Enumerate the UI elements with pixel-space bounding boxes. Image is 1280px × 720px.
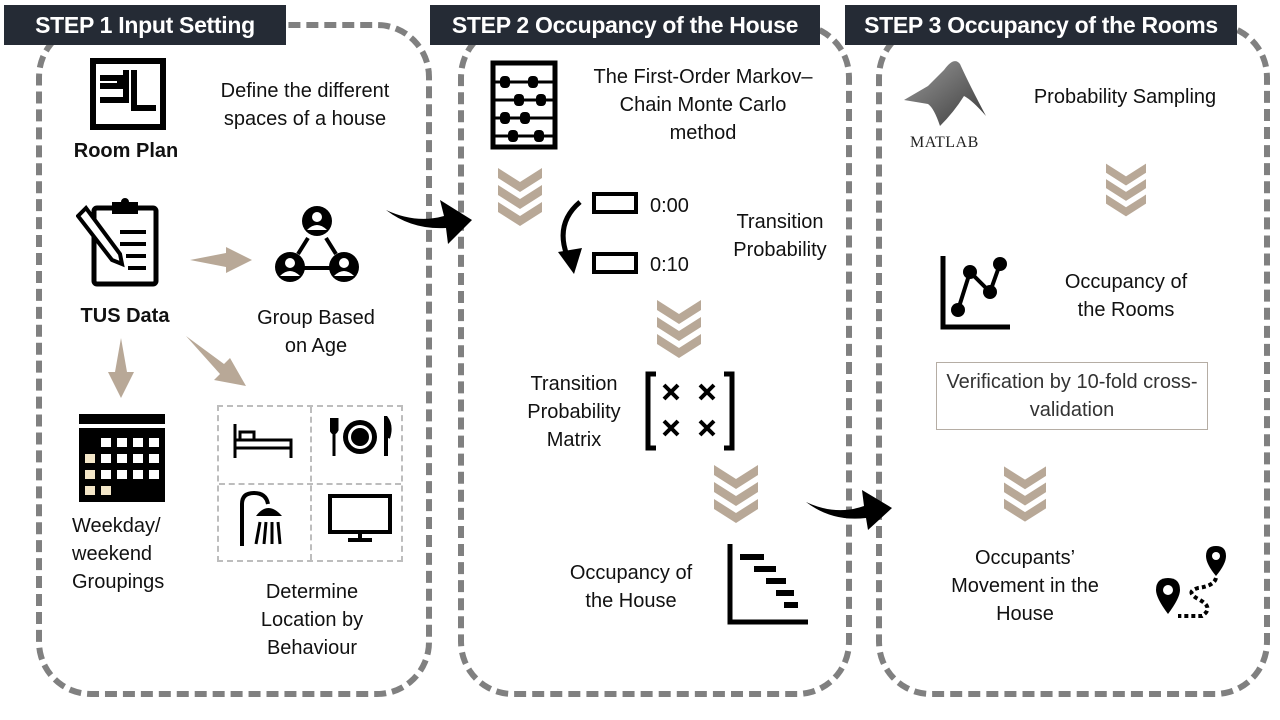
arrow-right-tus-to-group: [190, 247, 252, 273]
calendar-icon: [79, 414, 165, 502]
transition-matrix-label: Transition Probability Matrix: [527, 373, 621, 451]
chevron-down-icon: [657, 300, 701, 358]
matlab-wordmark: MATLAB: [910, 134, 979, 151]
weekday-weekend-label: Weekday/ weekend Groupings: [72, 515, 165, 593]
time-0010: 0:10: [650, 254, 689, 276]
curved-arrow-step1-to-step2: [386, 200, 472, 244]
line-chart-icon: [940, 256, 1010, 330]
chevron-down-icon: [714, 465, 758, 523]
dining-icon: [330, 416, 392, 456]
chevron-down-icon: [1004, 466, 1046, 522]
behaviour-grid: [217, 405, 403, 562]
occupancy-house-label: Occupancy of the House: [569, 562, 693, 612]
step1-header: STEP 1 Input Setting: [4, 5, 286, 45]
route-map-pin-icon: [1156, 546, 1226, 618]
tv-icon: [328, 494, 392, 542]
step3-header: STEP 3 Occupancy of the Rooms: [845, 5, 1237, 45]
step2-header: STEP 2 Occupancy of the House: [430, 5, 820, 45]
abacus-icon: [490, 60, 558, 150]
markov-method-text: The First-Order Markov–Chain Monte Carlo…: [593, 66, 813, 144]
bed-icon: [233, 424, 293, 458]
transition-probability-label: Transition Probability: [733, 211, 827, 261]
chevron-down-icon: [498, 168, 542, 226]
determine-location-label: Determine Location by Behaviour: [260, 581, 364, 659]
occupancy-rooms-label: Occupancy of the Rooms: [1064, 271, 1188, 321]
arrow-diagonal-tus-to-behaviour: [186, 336, 246, 386]
clipboard-pencil-icon: [76, 198, 159, 287]
transition-step-icon: [558, 192, 638, 274]
arrow-down-tus-to-weekday: [108, 338, 134, 398]
matlab-logo-icon: [904, 61, 986, 126]
define-spaces-text: Define the different spaces of a house: [220, 80, 390, 130]
tus-data-label: TUS Data: [80, 305, 170, 327]
matrix-icon: [645, 371, 735, 451]
group-age-label: Group Based on Age: [257, 307, 375, 357]
room-plan-label: Room Plan: [73, 140, 179, 162]
time-0000: 0:00: [650, 195, 689, 217]
age-group-icon: [275, 206, 359, 282]
room-plan-icon: [90, 58, 166, 130]
shower-icon: [240, 490, 282, 546]
verification-box: Verification by 10-fold cross-validation: [936, 362, 1208, 430]
occupants-movement-label: Occupants’ Movement in the House: [951, 547, 1099, 625]
gantt-chart-icon: [727, 544, 808, 625]
probability-sampling-label: Probability Sampling: [1033, 86, 1217, 108]
curved-arrow-step2-to-step3: [806, 490, 892, 530]
chevron-down-icon: [1106, 163, 1146, 217]
